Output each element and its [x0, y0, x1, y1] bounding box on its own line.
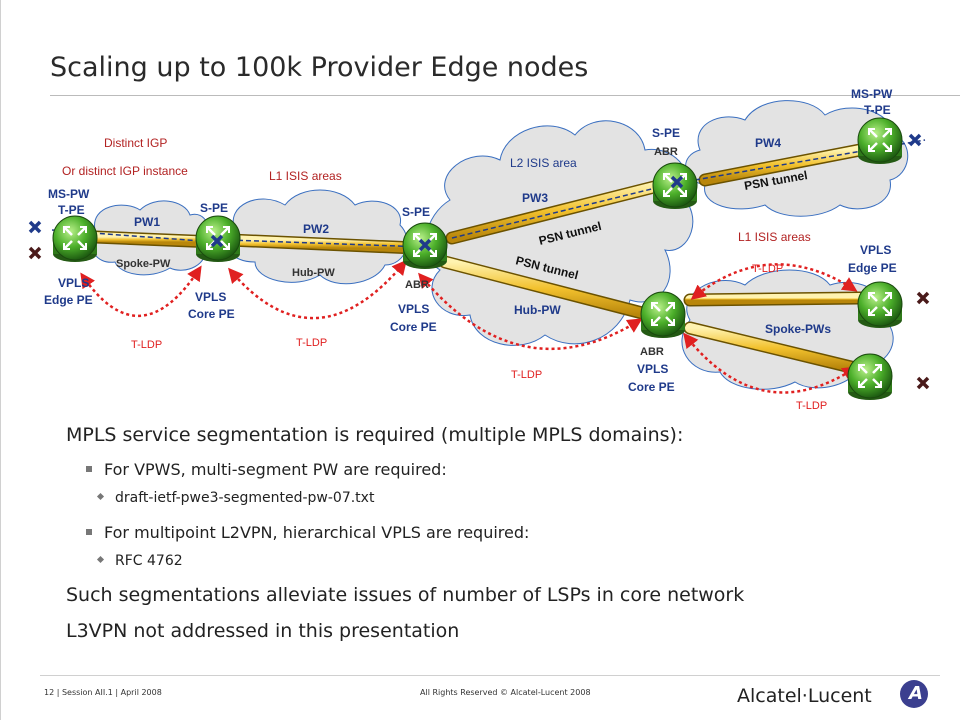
label-vpls-core-2: VPLS: [398, 302, 429, 316]
label-l2-isis: L2 ISIS area: [510, 156, 577, 170]
label-core-pe-2: Core PE: [390, 320, 437, 334]
bullet-level3: RFC 4762: [96, 553, 183, 569]
label-spe-2: S-PE: [402, 205, 430, 219]
label-tldp-2: T-LDP: [296, 337, 327, 349]
label-distinct-igp: Distinct IGP: [104, 136, 167, 150]
bullet-level2: For multipoint L2VPN, hierarchical VPLS …: [86, 523, 529, 542]
bullet-level1: Such segmentations alleviate issues of n…: [66, 584, 745, 606]
label-tpe-right: T-PE: [864, 103, 891, 117]
label-mspw-right: MS-PW: [851, 87, 893, 101]
label-spe-1: S-PE: [200, 201, 228, 215]
label-pw4: PW4: [755, 136, 781, 150]
bullet-level1: L3VPN not addressed in this presentation: [66, 620, 460, 642]
label-abr-3: ABR: [640, 346, 664, 358]
label-pw1: PW1: [134, 215, 160, 229]
label-vpls-core-1: VPLS: [195, 290, 226, 304]
label-core-pe-1: Core PE: [188, 307, 235, 321]
label-edge-pe-left: Edge PE: [44, 293, 93, 307]
label-abr-1: ABR: [654, 146, 678, 158]
label-pw3: PW3: [522, 191, 548, 205]
pseudowire-pw1: [88, 230, 222, 249]
label-mspw-left: MS-PW: [48, 187, 90, 201]
switching-point-marks: [28, 133, 922, 252]
label-tldp-5: T-LDP: [796, 400, 827, 412]
label-core-pe-3: Core PE: [628, 380, 675, 394]
bullet-level2: For VPWS, multi-segment PW are required:: [86, 460, 447, 479]
network-diagram: Distinct IGP Or distinct IGP instance L1…: [28, 87, 930, 412]
router-vpls-edge-pe-right-1: [856, 280, 904, 330]
label-spe-3: S-PE: [652, 126, 680, 140]
label-hub-pw-left: Hub-PW: [292, 267, 335, 279]
label-vpls-edge-right: VPLS: [860, 243, 891, 257]
alcatel-lucent-logo-icon: A: [900, 680, 928, 708]
attachment-circuit-marks: [28, 246, 930, 390]
bullet-level1: MPLS service segmentation is required (m…: [66, 424, 684, 446]
footer-divider: [40, 675, 940, 676]
slide-left-edge: [0, 0, 1, 720]
router-vpls-edge-pe-left: [51, 214, 99, 264]
footer-slide-info: 12 | Session AII.1 | April 2008: [44, 688, 162, 697]
bullet-level3: draft-ietf-pwe3-segmented-pw-07.txt: [96, 490, 374, 506]
router-vpls-core-pe-abr: [639, 290, 687, 340]
label-l1-isis-right: L1 ISIS areas: [738, 230, 811, 244]
router-mspw-tpe-right: [856, 116, 904, 166]
label-vpls-core-3: VPLS: [637, 362, 668, 376]
label-spoke-pws: Spoke-PWs: [765, 322, 831, 336]
label-tldp-3: T-LDP: [511, 369, 542, 381]
label-spoke-pw: Spoke-PW: [116, 258, 171, 270]
pseudowire-spoke-upper: [683, 291, 867, 307]
label-l1-isis-left: L1 ISIS areas: [269, 169, 342, 183]
label-distinct-igp-instance: Or distinct IGP instance: [62, 164, 188, 178]
label-tldp-1: T-LDP: [131, 339, 162, 351]
label-tpe-left: T-PE: [58, 203, 85, 217]
label-abr-2: ABR: [405, 279, 429, 291]
brand-wordmark: Alcatel·Lucent: [737, 685, 872, 707]
footer-copyright: All Rights Reserved © Alcatel-Lucent 200…: [420, 688, 591, 697]
tldp-arrows: [80, 259, 858, 394]
label-pw2: PW2: [303, 222, 329, 236]
label-hub-pw-core: Hub-PW: [514, 303, 561, 317]
title-divider: [50, 95, 960, 96]
router-vpls-edge-pe-right-2: [846, 352, 894, 402]
label-edge-pe-right: Edge PE: [848, 261, 897, 275]
label-tldp-4: T-LDP: [752, 263, 783, 275]
page-title: Scaling up to 100k Provider Edge nodes: [50, 52, 589, 83]
label-vpls-edge-left: VPLS: [58, 276, 89, 290]
